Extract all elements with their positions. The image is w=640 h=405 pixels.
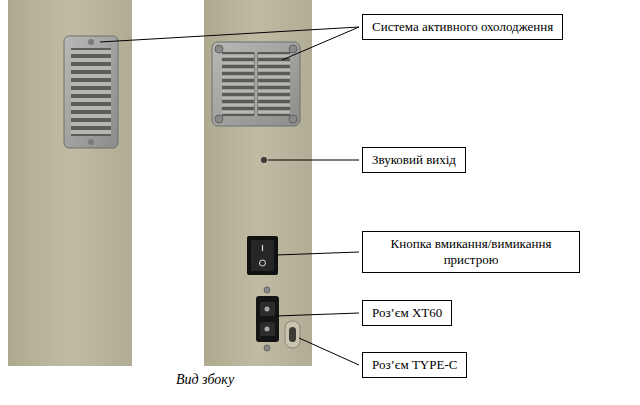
callout-label: Роз’єм TYPE-C (372, 357, 457, 373)
side-panel (8, 0, 132, 366)
figure-caption: Вид збоку (150, 372, 260, 388)
sound-hole (261, 157, 267, 163)
callout-label: Роз’єм XT60 (372, 305, 442, 321)
callout-label: Кнопка вмикання/вимикання пристрою (372, 236, 570, 269)
leader-line (100, 27, 359, 365)
callout-label: Звуковий вихід (372, 152, 456, 168)
callout-box: Система активного охолодження (362, 14, 563, 40)
type-c-connector (285, 321, 300, 348)
side-panel (204, 0, 312, 366)
cooling-grille (212, 42, 300, 126)
power-switch (247, 236, 278, 275)
cooling-grille (64, 36, 118, 148)
callout-box: Роз’єм TYPE-C (362, 352, 467, 378)
callout-box: Звуковий вихід (362, 147, 466, 173)
callout-box: Кнопка вмикання/вимикання пристрою (362, 231, 580, 274)
callout-box: Роз’єм XT60 (362, 300, 452, 326)
callout-label: Система активного охолодження (372, 19, 553, 35)
xt60-connector (256, 287, 279, 351)
